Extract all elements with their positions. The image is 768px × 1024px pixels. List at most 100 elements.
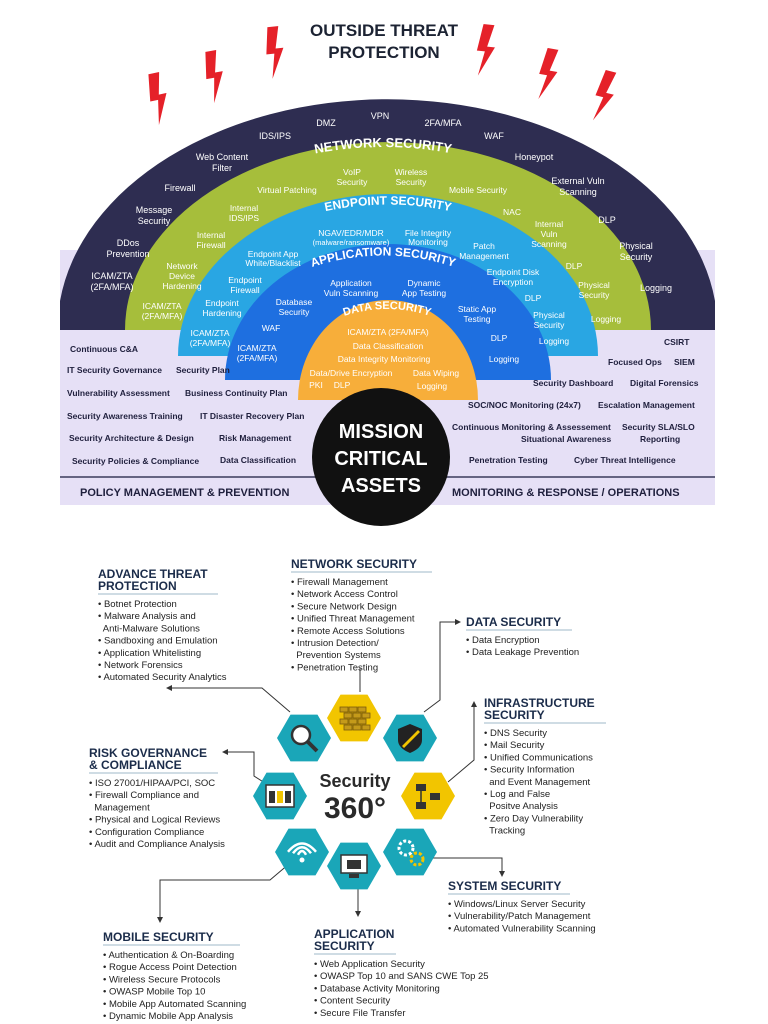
data-encryption: Data/Drive Encryption (310, 368, 393, 378)
network-security-title: NETWORK SECURITY (313, 135, 453, 156)
mon-csirt: CSIRT (664, 337, 690, 347)
ep-physical-2: Security (534, 320, 565, 330)
section-item: • Secure File Transfer (314, 1008, 406, 1019)
perim-web-content-1: Web Content (196, 152, 249, 162)
net-mobile: Mobile Security (449, 185, 508, 195)
pol-cca: Continuous C&A (70, 344, 138, 354)
lightning-icon (147, 70, 168, 130)
policy-management-label: POLICY MANAGEMENT & PREVENTION (80, 487, 289, 499)
mon-pentest: Penetration Testing (469, 455, 548, 465)
pol-awareness: Security Awareness Training (67, 411, 183, 421)
perim-honeypot: Honeypot (515, 152, 554, 162)
perim-message-1: Message (136, 205, 173, 215)
perim-logging: Logging (640, 283, 672, 293)
arrow-data (455, 619, 461, 625)
network-items: Virtual Patching VoIP Security Wireless … (142, 167, 622, 324)
ep-icam-2: (2FA/MFA) (190, 338, 231, 348)
monitoring-items: CSIRT Focused Ops SIEM Security Dashboar… (452, 337, 699, 465)
gears-icon (397, 839, 425, 867)
section-system-security: SYSTEM SECURITY• Windows/Linux Server Se… (448, 879, 596, 934)
outside-threat-title: OUTSIDE THREAT (310, 21, 459, 40)
ep-disk-1: Endpoint Disk (487, 267, 540, 277)
app-vuln-2: Vuln Scanning (324, 288, 379, 298)
mon-siem: SIEM (674, 357, 695, 367)
app-dynamic-1: Dynamic (407, 278, 441, 288)
net-voip-1: VoIP (343, 167, 361, 177)
application-items: Application Vuln Scanning Dynamic App Te… (237, 278, 520, 364)
perim-2fa: 2FA/MFA (424, 118, 461, 128)
magnifier-icon (290, 724, 319, 753)
perim-ddos-2: Prevention (106, 249, 149, 259)
connector-arrows (157, 619, 505, 923)
section-item: • Network Access Control (291, 589, 398, 600)
core-line-2: CRITICAL (334, 448, 427, 470)
security-360-title: Security (319, 771, 390, 791)
outside-threat-subtitle: PROTECTION (328, 43, 439, 62)
net-internal-fw-1: Internal (197, 230, 225, 240)
mon-cont-monitoring: Continuous Monitoring & Assessement (452, 422, 611, 432)
section-item: • Malware Analysis and (98, 611, 196, 622)
mon-sla: Security SLA/SLO (622, 422, 695, 432)
ep-logging: Logging (539, 336, 570, 346)
section-title: ADVANCE THREAT (98, 567, 208, 581)
perim-physical-1: Physical (619, 241, 653, 251)
section-item: • Automated Security Analytics (98, 672, 227, 683)
ep-disk-2: Encryption (493, 277, 533, 287)
section-item: Anti-Malware Solutions (98, 623, 200, 634)
perim-ids-ips: IDS/IPS (259, 131, 291, 141)
perim-ext-vuln-2: Scanning (559, 187, 597, 197)
arrow-risk (222, 749, 228, 755)
ep-icam-1: ICAM/ZTA (190, 328, 229, 338)
section-item: • ISO 27001/HIPAA/PCI, SOC (89, 778, 215, 789)
wifi-icon (287, 842, 317, 863)
section-item: • Remote Access Solutions (291, 626, 405, 637)
ep-hardening-2: Hardening (202, 308, 241, 318)
lightning-icon (475, 22, 497, 80)
network-icon (416, 784, 440, 809)
lightning-icon (204, 48, 225, 107)
app-dynamic-2: App Testing (402, 288, 447, 298)
hex-network-icon (401, 772, 455, 820)
mission-critical-core (312, 388, 450, 526)
section-item: • Windows/Linux Server Security (448, 899, 586, 910)
net-hardening-3: Hardening (162, 281, 201, 291)
connector-advance-threat (170, 687, 291, 713)
section-network-security: NETWORK SECURITY• Firewall Management• N… (291, 557, 432, 673)
monitor-icon (340, 854, 368, 878)
arrow-infra (471, 701, 477, 707)
perim-dmz: DMZ (316, 118, 336, 128)
section-title: NETWORK SECURITY (291, 557, 417, 571)
policy-items: Continuous C&A IT Security Governance Se… (67, 344, 304, 466)
net-internal-ids-1: Internal (230, 203, 258, 213)
net-internal-fw-2: Firewall (196, 240, 225, 250)
net-wireless-2: Security (396, 177, 427, 187)
net-wireless-1: Wireless (395, 167, 428, 177)
pol-architecture: Security Architecture & Design (69, 433, 194, 443)
section-item: • Unified Threat Management (291, 614, 415, 625)
data-integrity: Data Integrity Monitoring (338, 354, 431, 364)
perim-vpn: VPN (371, 111, 390, 121)
app-static-2: Testing (464, 314, 491, 324)
section-item: • Intrusion Detection/ (291, 638, 379, 649)
core-line-1: MISSION (339, 421, 423, 443)
section-item: • Data Leakage Prevention (466, 647, 579, 658)
net-internal-vuln-2: Vuln (541, 229, 558, 239)
section-item: • Botnet Protection (98, 599, 177, 610)
core-line-3: ASSETS (341, 475, 421, 497)
section-item: Prevention Systems (291, 650, 381, 661)
section-item: • DNS Security (484, 728, 547, 739)
data-ring (298, 300, 478, 400)
section-item: • Physical and Logical Reviews (89, 815, 220, 826)
pol-classification: Data Classification (220, 455, 296, 465)
net-virtual-patching: Virtual Patching (257, 185, 317, 195)
ep-firewall-1: Endpoint (228, 275, 262, 285)
net-internal-vuln-3: Scanning (531, 239, 567, 249)
net-hardening-1: Network (166, 261, 198, 271)
net-hardening-2: Device (169, 271, 195, 281)
perim-ddos-1: DDos (117, 238, 140, 248)
perim-firewall: Firewall (164, 183, 195, 193)
section-item: Positve Analysis (484, 801, 558, 812)
